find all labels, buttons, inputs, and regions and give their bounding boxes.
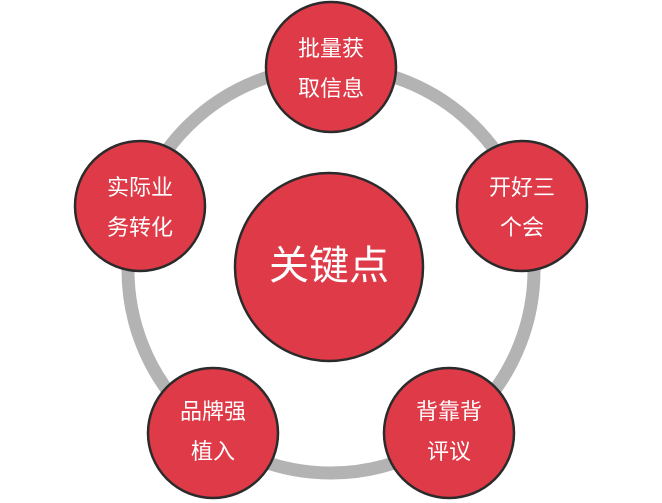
node-brand-embedding: 品牌强 植入 bbox=[146, 366, 280, 500]
node-three-meetings: 开好三 个会 bbox=[455, 139, 589, 273]
node-left-line2: 务转化 bbox=[107, 216, 173, 241]
node-business-conversion: 实际业 务转化 bbox=[73, 139, 207, 273]
center-label: 关键点 bbox=[269, 243, 389, 289]
node-circle-bottom-right bbox=[382, 366, 516, 500]
node-bottom-left-line2: 植入 bbox=[191, 440, 235, 465]
node-circle-right bbox=[455, 139, 589, 273]
node-top-line2: 取信息 bbox=[298, 77, 364, 102]
node-back-to-back-review: 背靠背 评议 bbox=[382, 366, 516, 500]
center-node: 关键点 bbox=[233, 171, 425, 363]
node-circle-left bbox=[73, 139, 207, 273]
node-circle-top bbox=[264, 0, 398, 134]
node-right-line1: 开好三 bbox=[489, 176, 555, 201]
node-circle-bottom-left bbox=[146, 366, 280, 500]
node-right-line2: 个会 bbox=[500, 216, 544, 241]
center-circle bbox=[233, 171, 425, 363]
node-bottom-right-line2: 评议 bbox=[427, 440, 471, 465]
node-bottom-left-line1: 品牌强 bbox=[180, 400, 246, 425]
node-bottom-right-line1: 背靠背 bbox=[416, 400, 482, 425]
node-top-line1: 批量获 bbox=[298, 37, 364, 62]
node-batch-info: 批量获 取信息 bbox=[264, 0, 398, 134]
node-left-line1: 实际业 bbox=[107, 176, 173, 201]
